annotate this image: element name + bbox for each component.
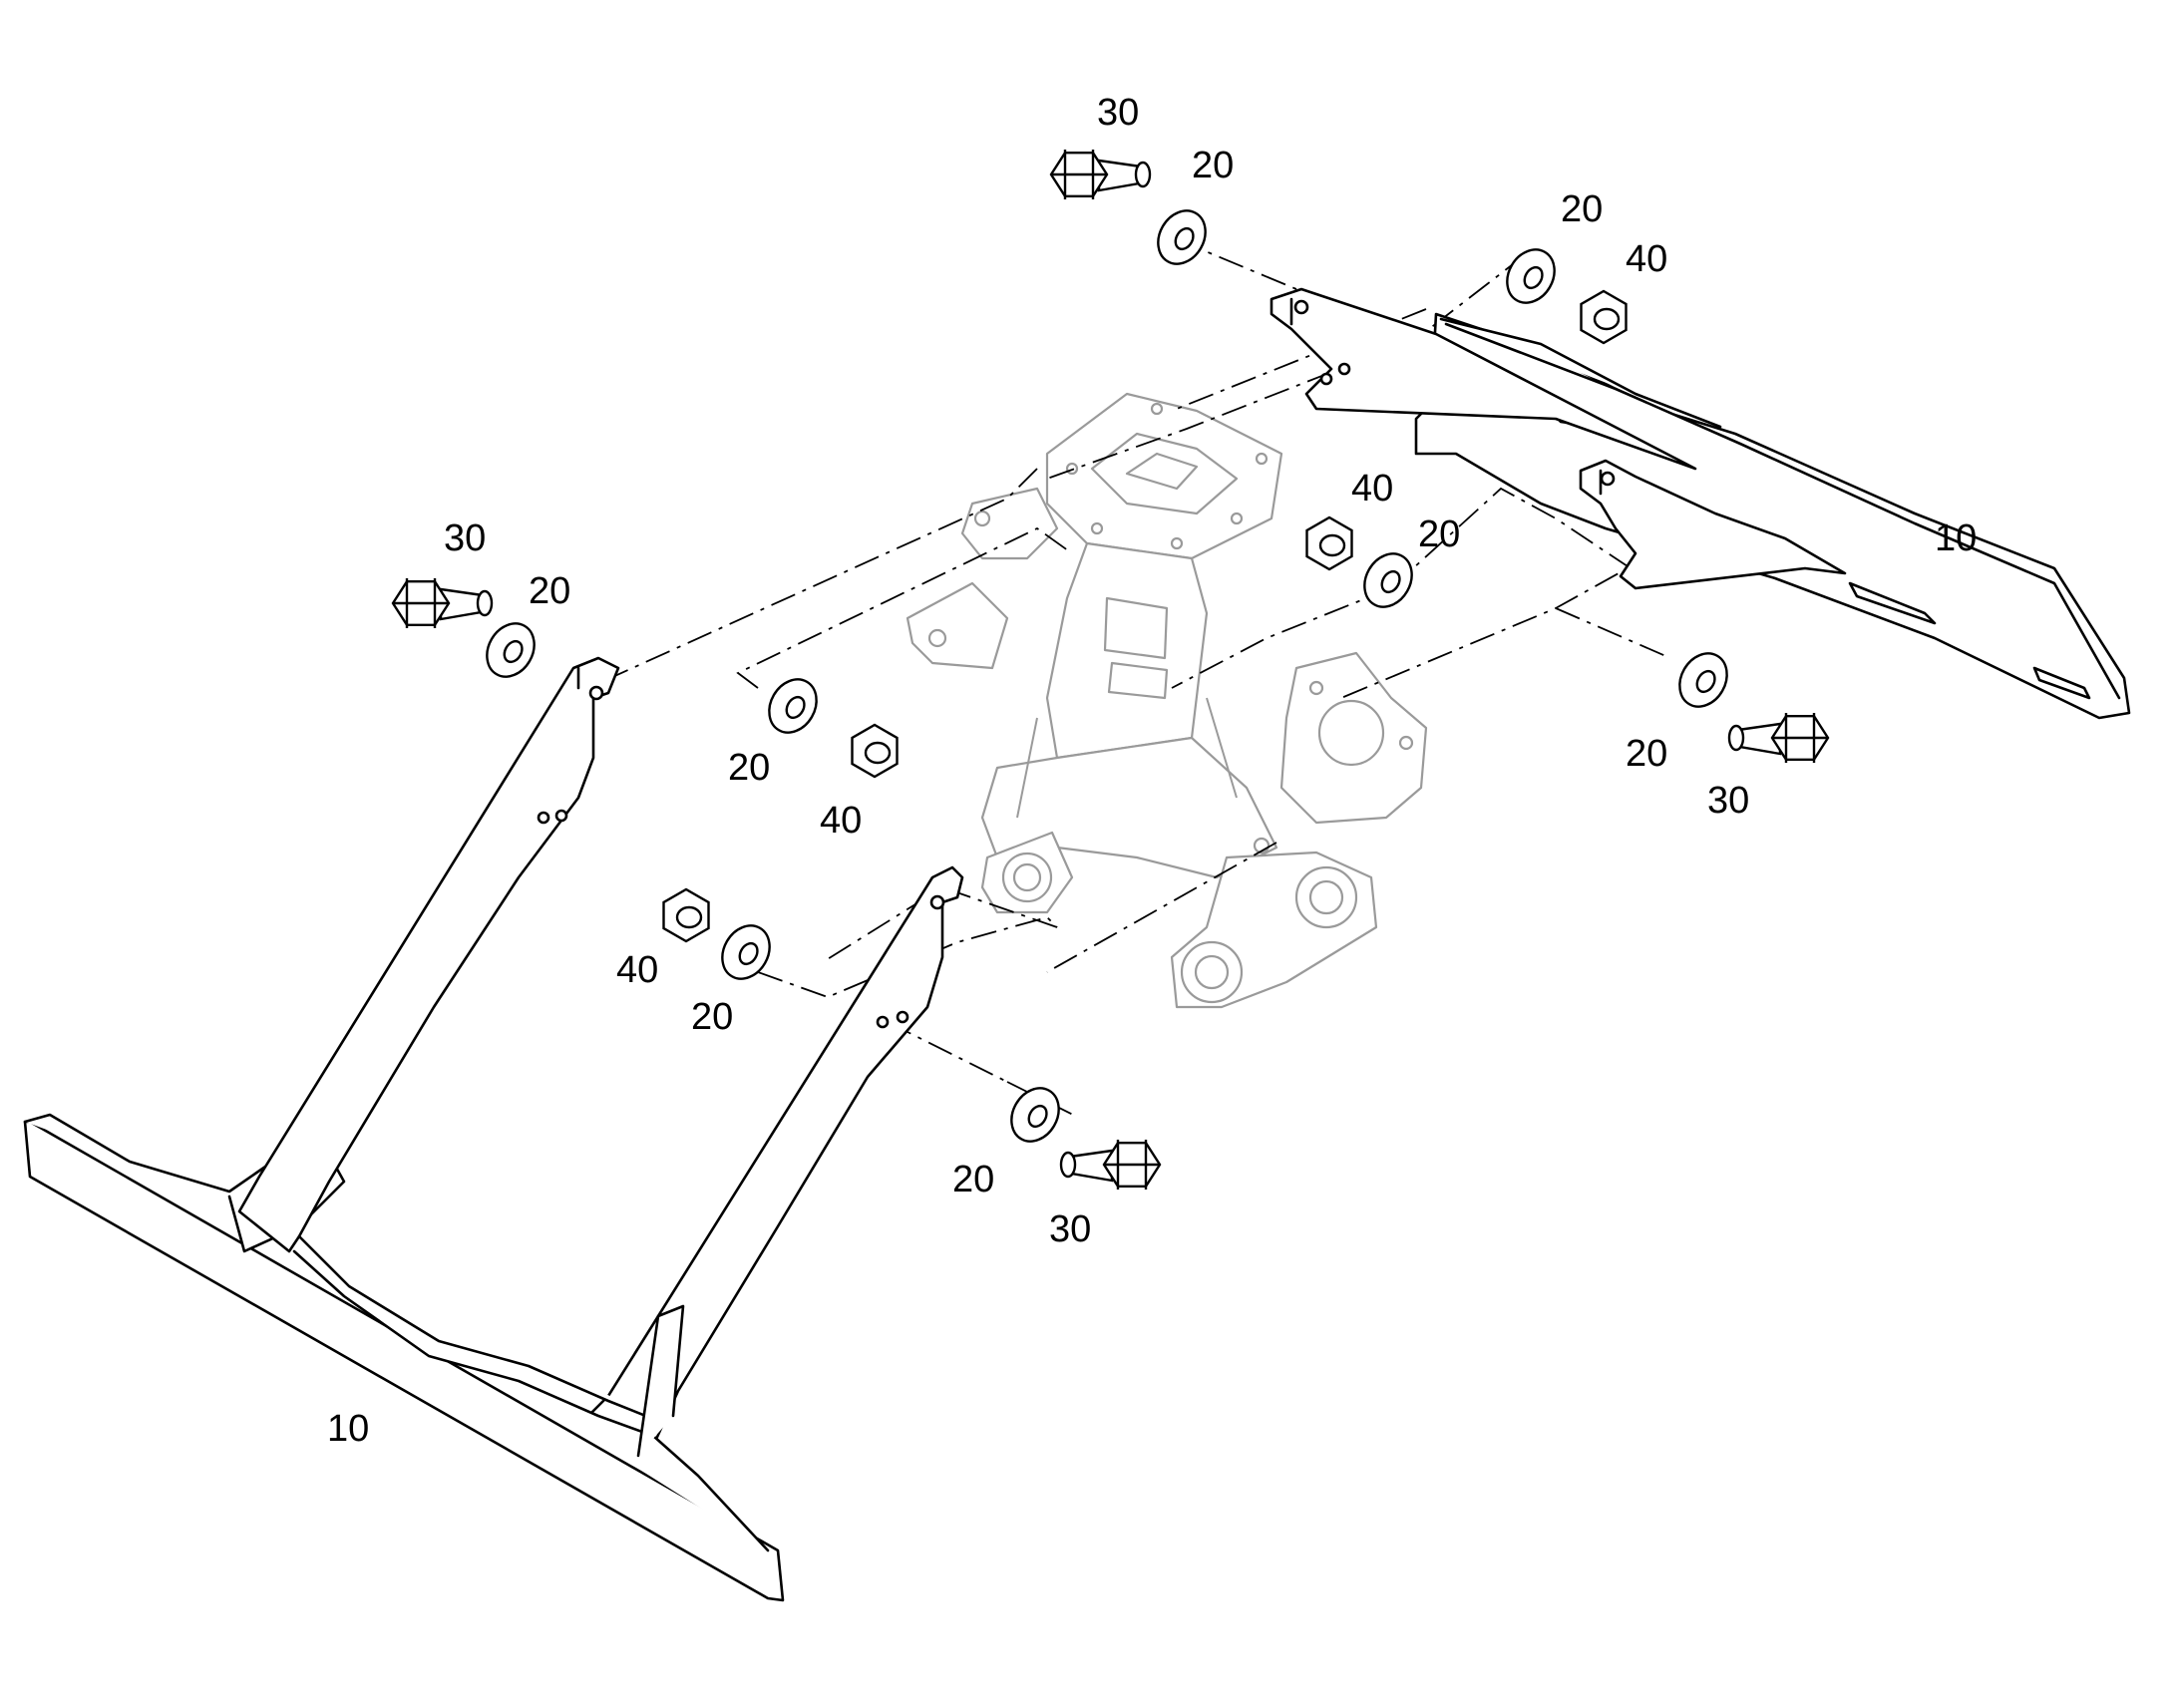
callout-bolt-front-low: 30 (1049, 1208, 1091, 1250)
nut-40-rear-top (1580, 289, 1628, 345)
callout-frame-rear: 10 (1935, 517, 1977, 559)
washer-20-center (1363, 552, 1413, 608)
washer-20-rear-right (1678, 652, 1728, 708)
callout-washer-front-center-nut: 20 (728, 747, 770, 789)
hardware-layer (391, 150, 1830, 1190)
assembly-lines (587, 238, 1706, 1118)
bolt-30-front-low (1059, 1140, 1162, 1190)
front-frame-part (23, 656, 964, 1602)
washer-20-front-center (768, 678, 818, 734)
center-chassis-body (906, 392, 1428, 1009)
callout-bolt-rear-top: 30 (1097, 92, 1139, 134)
callout-nut-front-center: 40 (820, 800, 862, 842)
bolt-30-rear-top (1049, 150, 1152, 199)
bolt-30-front-left (391, 578, 494, 628)
callout-washer-rear-right-bolt: 20 (1626, 733, 1667, 775)
callout-labels: 30 20 20 40 10 40 20 20 30 30 20 20 40 4… (327, 92, 1977, 1450)
washer-20-front-left (486, 622, 536, 678)
callout-frame-front: 10 (327, 1408, 369, 1450)
callout-nut-center: 40 (1351, 468, 1393, 510)
washer-20-rear-top (1157, 209, 1207, 265)
rear-frame-part (1270, 287, 2131, 720)
callout-washer-center-nut: 20 (1418, 513, 1460, 555)
bolt-30-rear-right (1727, 713, 1830, 763)
callout-bolt-front-left: 30 (444, 517, 486, 559)
callout-nut-front-low: 40 (616, 949, 658, 991)
callout-washer-rear-bolt: 20 (1192, 145, 1234, 186)
callout-bolt-rear-right: 30 (1707, 780, 1749, 822)
callout-nut-rear-top: 40 (1626, 238, 1667, 280)
callout-washer-front-left-bolt: 20 (529, 570, 570, 612)
washer-20-front-low-bolt (1010, 1087, 1060, 1143)
nut-40-center (1305, 515, 1353, 571)
callout-washer-front-low-nut: 20 (691, 996, 733, 1038)
callout-washer-front-low-bolt: 20 (952, 1159, 994, 1200)
washer-20-front-low (721, 924, 771, 980)
nut-40-front-low (662, 887, 710, 943)
callout-washer-rear-nut: 20 (1561, 188, 1603, 230)
washer-20-rear-nut (1506, 248, 1556, 304)
nut-40-front-center (851, 723, 899, 779)
